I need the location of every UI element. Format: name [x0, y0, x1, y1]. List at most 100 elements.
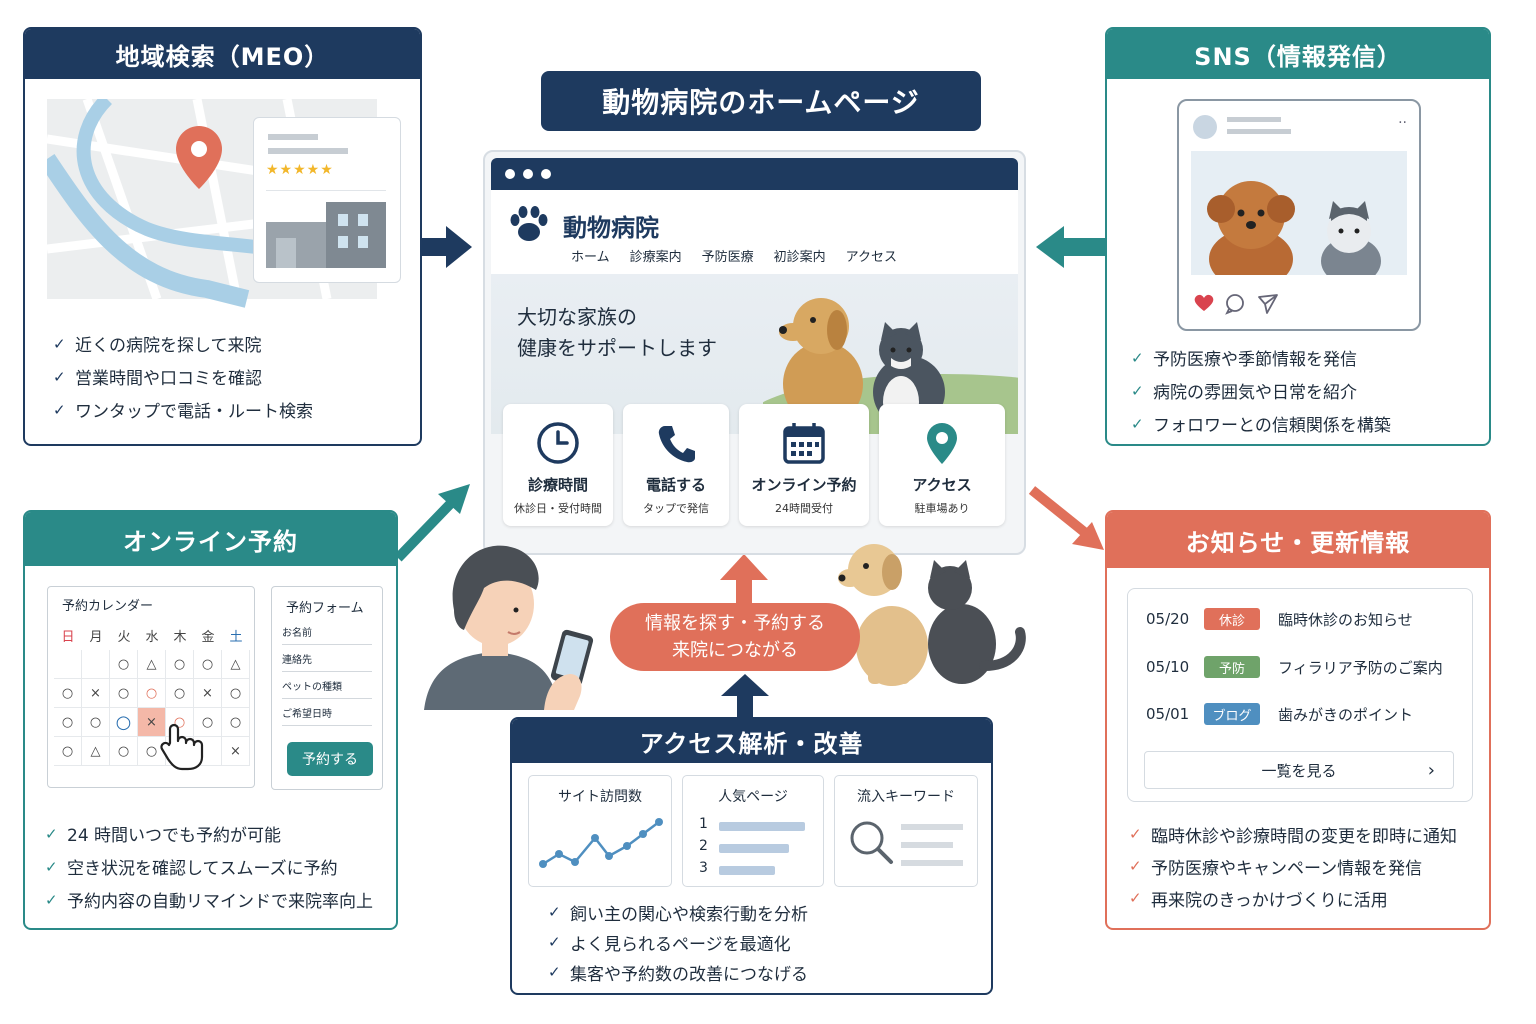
hero-text: 大切な家族の 健康をサポートします — [517, 305, 717, 360]
check-item: ✓よく見られるページを最適化 — [548, 933, 791, 955]
calendar-day[interactable]: ○ — [138, 679, 166, 708]
calendar-day[interactable]: △ — [222, 650, 250, 679]
check-item: ✓予防医療や季節情報を発信 — [1131, 348, 1357, 371]
calendar-day[interactable]: × — [222, 737, 250, 766]
weekday-label: 日 — [61, 630, 75, 645]
calendar-day[interactable]: ○ — [110, 737, 138, 766]
window-dot — [541, 169, 551, 179]
browser-bar — [491, 158, 1018, 190]
rank-2: 2 — [699, 838, 708, 854]
calendar-day[interactable] — [194, 737, 222, 766]
news-item[interactable]: 05/20 休診 臨時休診のお知らせ — [1146, 608, 1413, 630]
heart-icon[interactable] — [1193, 293, 1215, 313]
nav-item-access[interactable]: アクセス — [845, 250, 898, 265]
keywords-panel: 流入キーワード — [834, 775, 978, 887]
sns-post: ·· — [1177, 99, 1421, 331]
site-header: 動物病院 ホーム 診療案内 予防医療 初診案内 アクセス — [491, 190, 1018, 274]
rank-1: 1 — [699, 816, 708, 832]
pet-type-field[interactable]: ペットの種類 — [282, 677, 372, 699]
weekday-label: 金 — [201, 630, 215, 645]
calendar-day[interactable]: ○ — [194, 708, 222, 737]
avatar — [1193, 115, 1217, 139]
calendar-day[interactable]: ○ — [222, 708, 250, 737]
news-checklist: ✓臨時休診や診療時間の変更を即時に通知 ✓予防医療やキャンペーン情報を発信 ✓再… — [1129, 818, 1457, 914]
check-item: ✓24 時間いつでも予約が可能 — [45, 824, 282, 847]
calendar-day[interactable]: ○ — [166, 650, 194, 679]
calendar-day[interactable]: ○ — [222, 679, 250, 708]
news-item[interactable]: 05/01 ブログ 歯みがきのポイント — [1146, 703, 1414, 725]
nav-item-services[interactable]: 診療案内 — [629, 250, 682, 265]
check-item: ✓フォロワーとの信頼関係を構築 — [1131, 414, 1391, 437]
name-field[interactable]: お名前 — [282, 623, 372, 645]
sns-checklist: ✓予防医療や季節情報を発信 ✓病院の雰囲気や日常を紹介 ✓フォロワーとの信頼関係… — [1131, 341, 1391, 440]
feature-access[interactable]: アクセス 駐車場あり — [879, 404, 1005, 526]
calendar-day[interactable]: ○ — [54, 737, 82, 766]
view-all-button[interactable]: 一覧を見る › — [1144, 751, 1454, 789]
weekday-label: 水 — [145, 630, 159, 645]
main-title: 動物病院のホームページ — [541, 71, 981, 131]
weekday-label: 火 — [117, 630, 131, 645]
calendar-day[interactable]: × — [138, 708, 166, 737]
popular-pages-panel: 人気ページ 1 2 3 — [682, 775, 824, 887]
nav-item-home[interactable]: ホーム — [571, 250, 610, 265]
calendar-day[interactable]: ○ — [54, 679, 82, 708]
person-with-phone-illustration — [424, 545, 594, 710]
check-item: ✓再来院のきっかけづくりに活用 — [1129, 889, 1388, 911]
news-card: お知らせ・更新情報 05/20 休診 臨時休診のお知らせ 05/10 予防 フィ… — [1105, 510, 1491, 930]
booking-form: 予約フォーム お名前 連絡先 ペットの種類 ご希望日時 予約する — [271, 586, 383, 790]
map-pin-icon — [927, 423, 957, 464]
calendar-day[interactable]: ○ — [110, 708, 138, 737]
meo-card: 地域検索（MEO） ★★★★★ ✓近くの病院を探して来院 ✓営業時間や口コミを確… — [23, 27, 422, 446]
more-icon[interactable]: ·· — [1398, 115, 1407, 131]
date-field[interactable]: ご希望日時 — [282, 704, 372, 726]
booking-card: オンライン予約 予約カレンダー 日月火水木金土○△○○△○×○○○×○○○○×○… — [23, 510, 398, 930]
reserve-button[interactable]: 予約する — [287, 742, 373, 776]
check-item: ✓予防医療やキャンペーン情報を発信 — [1129, 857, 1423, 879]
booking-checklist: ✓24 時間いつでも予約が可能 ✓空き状況を確認してスムーズに予約 ✓予約内容の… — [45, 817, 373, 916]
calendar-day[interactable] — [54, 650, 82, 679]
feature-hours[interactable]: 診療時間 休診日・受付時間 — [503, 404, 613, 526]
website-mockup: 動物病院 ホーム 診療案内 予防医療 初診案内 アクセス 大切な家族の 健康をサ… — [483, 150, 1026, 555]
nav-item-first-visit[interactable]: 初診案内 — [773, 250, 826, 265]
calendar-day[interactable] — [82, 650, 110, 679]
calendar-day[interactable]: ○ — [110, 650, 138, 679]
calendar-day[interactable]: × — [82, 679, 110, 708]
calendar-day[interactable]: ○ — [110, 679, 138, 708]
calendar-day[interactable]: ○ — [82, 708, 110, 737]
news-item[interactable]: 05/10 予防 フィラリア予防のご案内 — [1146, 656, 1443, 678]
weekday-label: 木 — [173, 630, 187, 645]
feature-online-booking[interactable]: オンライン予約 24時間受付 — [739, 404, 869, 526]
site-nav: ホーム 診療案内 予防医療 初診案内 アクセス — [571, 246, 897, 265]
check-item: ✓営業時間や口コミを確認 — [53, 367, 262, 390]
contact-field[interactable]: 連絡先 — [282, 650, 372, 672]
check-item: ✓臨時休診や診療時間の変更を即時に通知 — [1129, 825, 1457, 847]
calendar-day[interactable]: △ — [138, 650, 166, 679]
calendar-day[interactable]: ○ — [166, 679, 194, 708]
calendar-day[interactable]: ○ — [194, 650, 222, 679]
calendar-day[interactable]: △ — [82, 737, 110, 766]
arrow-analytics-to-pill — [721, 674, 769, 718]
arrow-meo-to-site — [422, 226, 472, 268]
check-item: ✓集客や予約数の改善につなげる — [548, 963, 808, 985]
news-tag: 休診 — [1204, 608, 1260, 630]
calendar-day[interactable]: ○ — [54, 708, 82, 737]
check-item: ✓近くの病院を探して来院 — [53, 334, 262, 357]
calendar-day[interactable]: × — [194, 679, 222, 708]
check-item: ✓空き状況を確認してスムーズに予約 — [45, 857, 338, 880]
news-tag: ブログ — [1204, 703, 1260, 725]
phone-icon — [658, 426, 695, 463]
booking-title: オンライン予約 — [25, 512, 396, 566]
nav-item-prevention[interactable]: 予防医療 — [701, 250, 754, 265]
feature-phone[interactable]: 電話する タップで発信 — [623, 404, 729, 526]
chevron-right-icon: › — [1427, 759, 1435, 781]
pet-photo — [1191, 151, 1407, 275]
news-list: 05/20 休診 臨時休診のお知らせ 05/10 予防 フィラリア予防のご案内 … — [1127, 588, 1473, 802]
calendar-grid: 日月火水木金土○△○○△○×○○○×○○○○×○○○○△○○× — [54, 621, 250, 781]
sns-title: SNS（情報発信） — [1107, 29, 1489, 79]
comment-icon[interactable] — [1225, 293, 1247, 315]
arrow-sns-to-site — [1036, 226, 1106, 268]
send-icon[interactable] — [1257, 293, 1279, 315]
arrow-site-to-news — [1028, 486, 1104, 550]
check-item: ✓予約内容の自動リマインドで来院率向上 — [45, 890, 373, 913]
weekday-label: 土 — [229, 630, 243, 645]
